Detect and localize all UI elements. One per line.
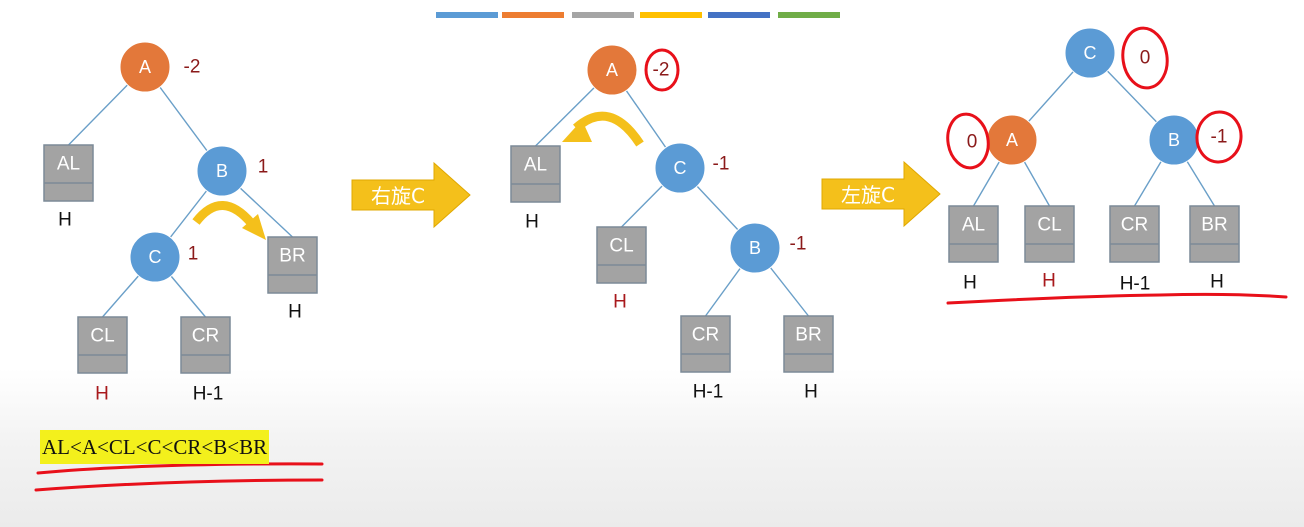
balance-factor-c: 1 xyxy=(188,244,199,265)
leaf-label-al: AL xyxy=(57,154,80,175)
node-c xyxy=(129,231,181,283)
legend-bar-1 xyxy=(436,12,498,18)
node-label-b: B xyxy=(749,238,761,258)
balance-factor-a: -2 xyxy=(184,57,201,78)
leaf-label-al: AL xyxy=(962,215,985,236)
leaf-label-br: BR xyxy=(795,325,821,346)
node-c xyxy=(654,142,706,194)
height-label-cl: H xyxy=(95,384,109,405)
rotation-arrowhead-2 xyxy=(562,120,592,142)
node-label-b: B xyxy=(216,161,228,181)
left-rotate-arrow xyxy=(821,160,941,228)
annotation-underline-seq-1 xyxy=(36,462,324,475)
height-label-cl: H xyxy=(613,292,627,313)
balance-factor-a: 0 xyxy=(967,132,978,153)
leaf-label-cl: CL xyxy=(1037,215,1061,236)
height-label-al: H xyxy=(525,212,539,233)
balance-factor-b: -1 xyxy=(1211,127,1228,148)
annotation-circle-tree3-c xyxy=(1121,26,1169,90)
leaf-cl xyxy=(596,226,647,284)
leaf-label-cr: CR xyxy=(1121,215,1148,236)
right-rotate-arrow-label: 右旋C xyxy=(371,184,425,208)
leaf-cr xyxy=(1109,205,1160,263)
height-label-al: H xyxy=(963,273,977,294)
leaf-br xyxy=(267,236,318,294)
inorder-sequence: AL<A<CL<C<CR<B<BR xyxy=(40,430,270,464)
rotation-arrowhead-1 xyxy=(242,214,266,240)
node-a xyxy=(586,44,638,96)
leaf-label-cr: CR xyxy=(692,325,719,346)
leaf-cl xyxy=(1024,205,1075,263)
legend-bar-4 xyxy=(640,12,702,18)
leaf-al xyxy=(510,145,561,203)
height-label-al: H xyxy=(58,210,72,231)
leaf-cr xyxy=(680,315,731,373)
annotation-circle-tree3-b xyxy=(1195,110,1243,164)
node-label-b: B xyxy=(1168,130,1180,150)
legend-bar-5 xyxy=(708,12,770,18)
annotation-circle-tree2-a xyxy=(644,48,680,92)
leaf-label-cr: CR xyxy=(192,326,219,347)
leaf-cr xyxy=(180,316,231,374)
height-label-br: H xyxy=(1210,272,1224,293)
annotation-underline-tree3 xyxy=(946,292,1288,305)
height-label-cr: H-1 xyxy=(693,382,724,403)
balance-factor-c: 0 xyxy=(1140,48,1151,69)
height-label-br: H xyxy=(804,382,818,403)
node-label-a: A xyxy=(606,60,618,80)
height-label-cr: H-1 xyxy=(1120,274,1151,295)
annotation-underline-seq-2 xyxy=(34,478,324,492)
node-label-c: C xyxy=(674,158,687,178)
leaf-br xyxy=(1189,205,1240,263)
annotation-circle-tree3-a xyxy=(946,112,990,170)
node-b xyxy=(729,222,781,274)
balance-factor-b: 1 xyxy=(258,157,269,178)
left-rotate-arrow-label: 左旋C xyxy=(841,183,895,207)
node-a xyxy=(119,41,171,93)
leaf-label-br: BR xyxy=(279,246,305,267)
node-label-a: A xyxy=(139,57,151,77)
height-label-br: H xyxy=(288,302,302,323)
balance-factor-b: -1 xyxy=(790,234,807,255)
leaf-br xyxy=(783,315,834,373)
leaf-label-al: AL xyxy=(524,155,547,176)
legend-bar-3 xyxy=(572,12,634,18)
leaf-cl xyxy=(77,316,128,374)
leaf-al xyxy=(948,205,999,263)
height-label-cl: H xyxy=(1042,271,1056,292)
node-c xyxy=(1064,27,1116,79)
node-label-a: A xyxy=(1006,130,1018,150)
right-rotate-arrow xyxy=(351,161,471,229)
node-label-c: C xyxy=(149,247,162,267)
balance-factor-c: -1 xyxy=(713,154,730,175)
leaf-label-br: BR xyxy=(1201,215,1227,236)
rotation-arc-1 xyxy=(192,201,256,227)
legend-bar-2 xyxy=(502,12,564,18)
height-label-cr: H-1 xyxy=(193,384,224,405)
leaf-label-cl: CL xyxy=(90,326,114,347)
node-label-c: C xyxy=(1084,43,1097,63)
leaf-al xyxy=(43,144,94,202)
node-b xyxy=(1148,114,1200,166)
balance-factor-a: -2 xyxy=(653,60,670,81)
leaf-label-cl: CL xyxy=(609,236,633,257)
node-b xyxy=(196,145,248,197)
legend-bar-6 xyxy=(778,12,840,18)
